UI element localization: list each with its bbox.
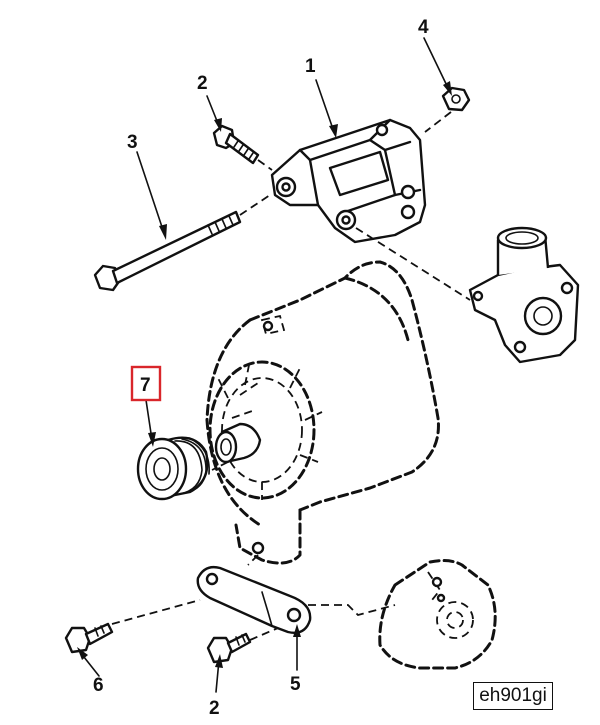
bolt-lower — [206, 632, 252, 664]
callout-7-highlight-box — [130, 365, 162, 402]
bolt-upper — [212, 124, 260, 165]
bolt-lower-left — [64, 622, 114, 654]
callout-leaders — [77, 37, 452, 693]
callout-7: 7 — [140, 375, 151, 396]
nut — [441, 86, 471, 112]
long-bolt — [93, 210, 242, 292]
callout-2-lower: 2 — [209, 698, 220, 719]
alternator — [205, 260, 440, 565]
assembly-lines — [111, 111, 471, 641]
pulley — [136, 436, 210, 501]
callout-4: 4 — [418, 17, 429, 38]
callout-5: 5 — [290, 674, 301, 695]
callout-1: 1 — [305, 56, 316, 77]
lower-mount-boss — [378, 559, 497, 670]
mounting-bracket — [270, 118, 427, 244]
callout-6: 6 — [93, 675, 104, 696]
water-outlet-fitting — [468, 226, 580, 364]
callout-3: 3 — [127, 132, 138, 153]
callout-2-upper: 2 — [197, 73, 208, 94]
adjusting-strap — [196, 565, 312, 634]
figure-reference-label: eh901gi — [473, 682, 553, 710]
